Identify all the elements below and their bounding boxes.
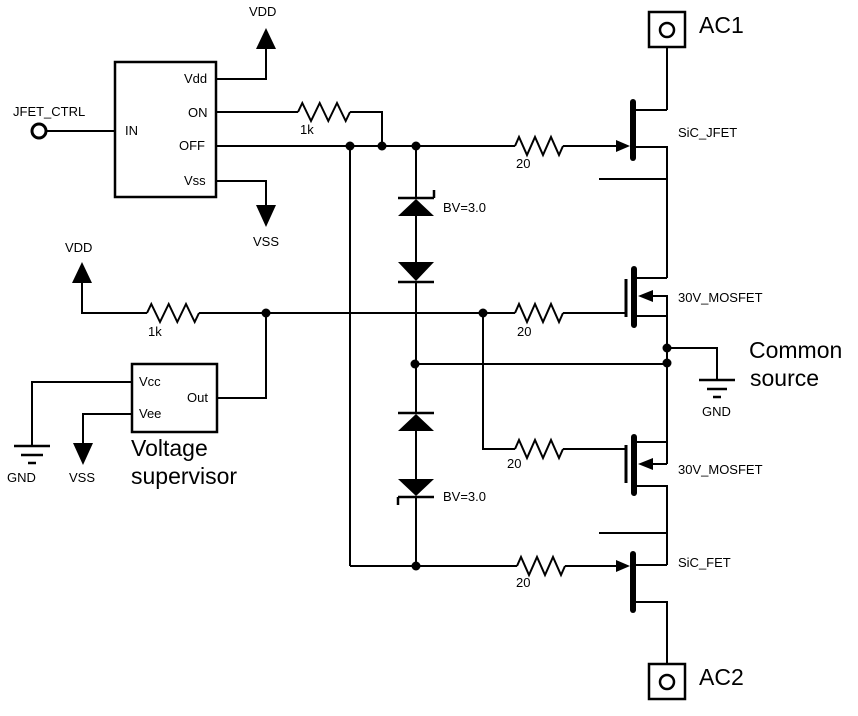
pin-vee-label: Vee bbox=[139, 406, 162, 421]
ac1-terminal bbox=[647, 10, 687, 49]
pin-out-label: Out bbox=[187, 390, 208, 405]
pin-off-label: OFF bbox=[179, 138, 205, 153]
vdd-left-arrow-icon bbox=[72, 262, 92, 283]
resistor-gate-bottom-mosfet-20 bbox=[514, 437, 564, 461]
voltage-supervisor-caption-line1: Voltage bbox=[131, 435, 208, 461]
wire-net bbox=[31, 47, 718, 664]
gnd-common-label: GND bbox=[702, 404, 731, 419]
common-source-label-line1: Common bbox=[749, 337, 843, 363]
resistor-gate-top-mosfet-20 bbox=[514, 301, 564, 325]
vdd-top-label: VDD bbox=[249, 4, 277, 19]
sic-fet-symbol bbox=[616, 551, 636, 613]
resistor-off-20 bbox=[514, 134, 564, 158]
ac2-label: AC2 bbox=[699, 664, 744, 690]
mosfet-top-label: 30V_MOSFET bbox=[678, 290, 763, 305]
pin-on-label: ON bbox=[188, 105, 208, 120]
voltage-supervisor-caption-line2: supervisor bbox=[131, 463, 238, 489]
zener-top-pair bbox=[398, 190, 436, 284]
mosfet-bottom-label: 30V_MOSFET bbox=[678, 462, 763, 477]
mosfet-bottom-symbol bbox=[624, 434, 653, 496]
jfet-ctrl-label: JFET_CTRL bbox=[13, 104, 86, 119]
common-source-label-line2: source bbox=[750, 365, 820, 391]
ac1-label: AC1 bbox=[699, 12, 744, 38]
resistor-supervisor-value: 1k bbox=[148, 324, 162, 339]
vdd-top-arrow-icon bbox=[256, 28, 276, 49]
pin-vcc-label: Vcc bbox=[139, 374, 161, 389]
mosfet-top-symbol bbox=[624, 266, 653, 328]
junction-dots bbox=[261, 141, 672, 571]
resistor-gate-top-value: 20 bbox=[517, 324, 532, 339]
resistor-on-value: 1k bbox=[300, 122, 314, 137]
gnd-left-label: GND bbox=[7, 470, 36, 485]
pin-in-label: IN bbox=[125, 123, 138, 138]
zener-bottom-bv-label: BV=3.0 bbox=[443, 489, 487, 504]
resistor-supervisor-1k bbox=[146, 301, 200, 325]
driver-ic-block bbox=[113, 60, 218, 199]
vss-top-label: VSS bbox=[253, 234, 280, 249]
resistor-gate-sic-fet-20 bbox=[516, 554, 566, 578]
gnd-left-symbol-icon bbox=[14, 444, 50, 465]
ac2-terminal bbox=[647, 662, 687, 701]
resistor-gate-bottom-value: 20 bbox=[507, 456, 522, 471]
voltage-supervisor-block bbox=[130, 362, 219, 434]
resistor-gate-fet-value: 20 bbox=[516, 575, 531, 590]
zener-bottom-pair bbox=[396, 411, 434, 505]
zener-top-bv-label: BV=3.0 bbox=[443, 200, 487, 215]
pin-vss-label: Vss bbox=[184, 173, 206, 188]
vss-left-label: VSS bbox=[69, 470, 96, 485]
sic-fet-label: SiC_FET bbox=[678, 555, 731, 570]
gnd-common-symbol-icon bbox=[699, 378, 735, 399]
sic-jfet-label: SiC_JFET bbox=[678, 125, 738, 140]
pin-vdd-label: Vdd bbox=[184, 71, 208, 86]
sic-jfet-symbol bbox=[616, 99, 636, 161]
vss-top-arrow-icon bbox=[256, 205, 276, 227]
vss-left-arrow-icon bbox=[73, 443, 93, 465]
vdd-left-label: VDD bbox=[65, 240, 93, 255]
resistor-off-value: 20 bbox=[516, 156, 531, 171]
resistor-on-1k bbox=[297, 100, 351, 124]
jfet-ctrl-terminal bbox=[30, 122, 48, 140]
